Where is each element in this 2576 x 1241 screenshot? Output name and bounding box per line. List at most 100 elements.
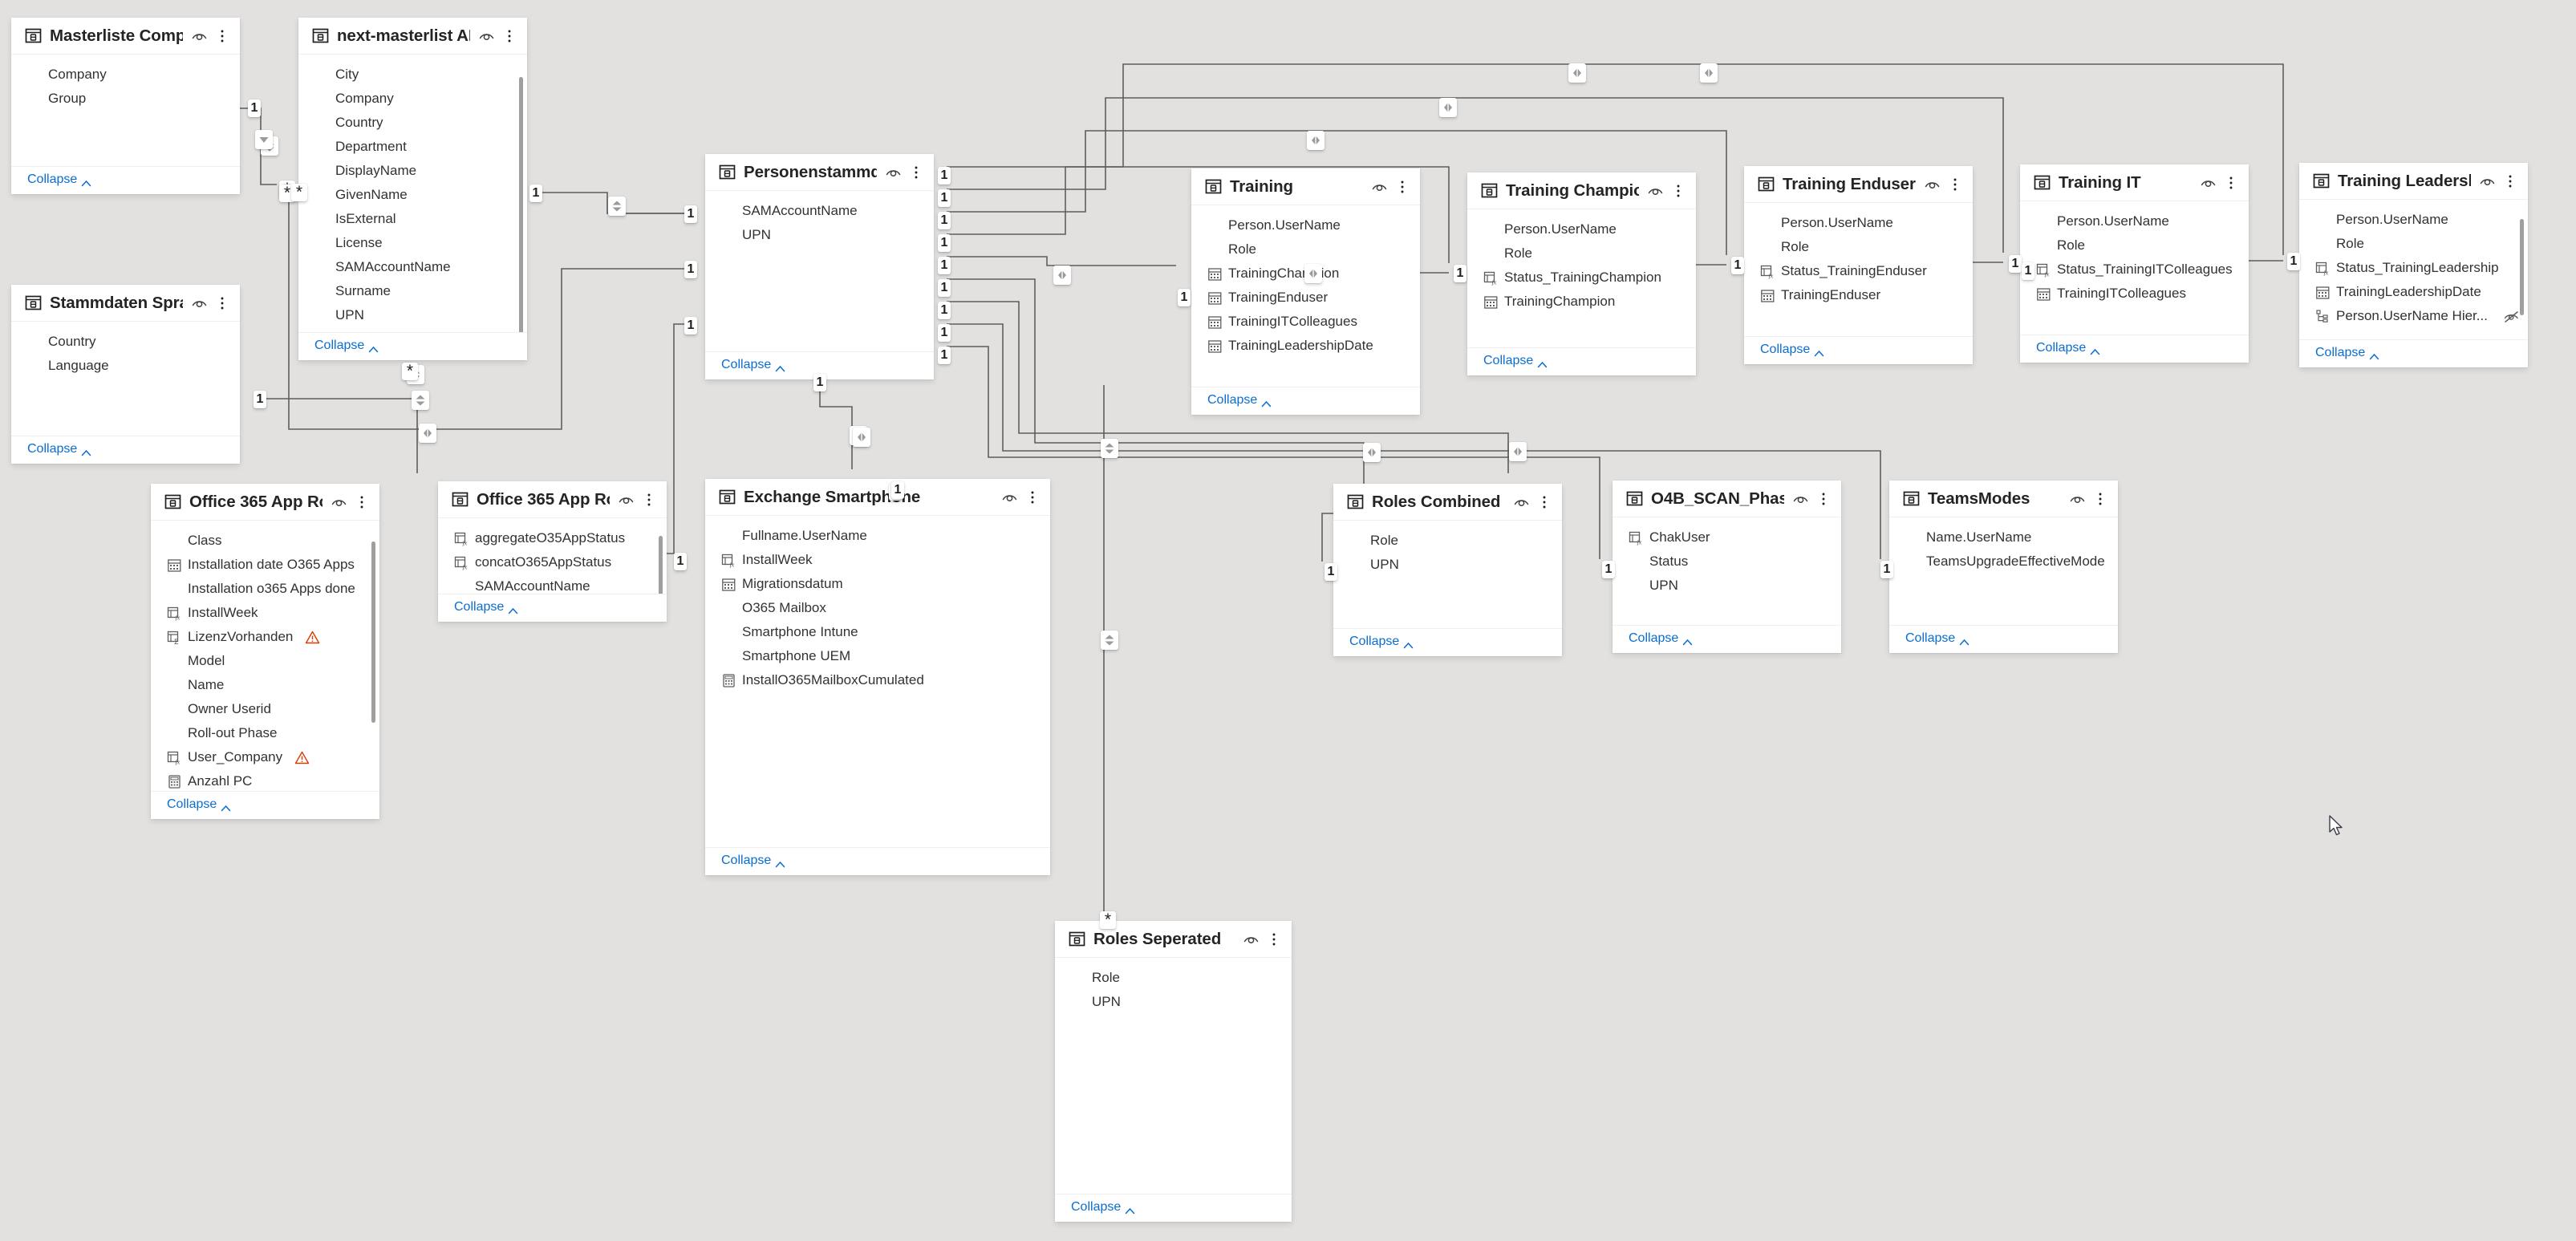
field-row[interactable]: SAMAccountName (438, 574, 667, 594)
field-row[interactable]: DisplayName (298, 159, 527, 183)
field-row[interactable]: Role (1191, 237, 1420, 262)
table-scrollbar[interactable] (371, 541, 375, 723)
cardinality-one-badge[interactable]: 1 (938, 324, 951, 342)
collapse-button[interactable]: Collapse (1905, 631, 1970, 646)
table-header[interactable]: Roles Combined (1333, 484, 1562, 521)
collapse-button[interactable]: Collapse (1483, 354, 1548, 368)
cardinality-one-badge[interactable]: 1 (2009, 255, 2022, 273)
more-options-icon[interactable] (910, 164, 923, 181)
eye-icon[interactable] (190, 26, 209, 45)
more-options-icon[interactable] (1672, 182, 1685, 200)
more-options-icon[interactable] (1268, 931, 1280, 948)
collapse-button[interactable]: Collapse (2036, 341, 2100, 355)
field-row[interactable]: TrainingITColleagues (2020, 282, 2249, 306)
field-row[interactable]: Role (1467, 241, 1696, 266)
field-row[interactable]: Smartphone UEM (705, 644, 1050, 668)
more-options-icon[interactable] (1538, 493, 1551, 511)
cardinality-many-badge[interactable]: * (402, 363, 418, 380)
field-row[interactable]: Roll-out Phase (151, 721, 379, 745)
eye-icon[interactable] (1000, 488, 1019, 506)
field-row[interactable]: SAMAccountName (705, 199, 934, 223)
eye-icon[interactable] (1242, 930, 1260, 948)
table-card-masterliste-company[interactable]: Masterliste Company ...CompanyGroupColla… (11, 18, 240, 194)
table-header[interactable]: Training Enduser (1744, 166, 1973, 203)
crossfilter-single-direction-icon[interactable] (255, 130, 273, 149)
table-scrollbar[interactable] (2520, 219, 2524, 315)
cardinality-one-badge[interactable]: 1 (938, 257, 951, 274)
collapse-button[interactable]: Collapse (167, 797, 231, 812)
field-row[interactable]: Surname (298, 279, 527, 303)
table-header[interactable]: Masterliste Company ... (11, 18, 240, 55)
field-row[interactable]: Migrationsdatum (705, 572, 1050, 596)
collapse-button[interactable]: Collapse (721, 358, 785, 372)
field-row[interactable]: Fullname.UserName (705, 524, 1050, 548)
field-row[interactable]: Status (1613, 550, 1841, 574)
field-row[interactable]: TrainingLeadershipDate (1191, 334, 1420, 358)
table-header[interactable]: next-masterlist AD (298, 18, 527, 55)
table-header[interactable]: Training Leadership (2299, 163, 2528, 200)
field-row[interactable]: SAMAccountName (298, 255, 527, 279)
cardinality-one-badge[interactable]: 1 (938, 302, 951, 319)
eye-icon[interactable] (2478, 172, 2497, 190)
table-card-o4b-scan-phase-1[interactable]: O4B_SCAN_Phase-1fxChakUserStatusUPNColla… (1613, 481, 1841, 653)
table-header[interactable]: Office 365 App Rollo... (438, 481, 667, 518)
field-row[interactable]: Smartphone Intune (705, 620, 1050, 644)
field-row[interactable]: Name (151, 673, 379, 697)
collapse-button[interactable]: Collapse (2315, 346, 2379, 360)
table-card-office-365-app-rollout[interactable]: Office 365 App RolloutClassInstallation … (151, 484, 379, 819)
more-options-icon[interactable] (216, 294, 229, 312)
collapse-button[interactable]: Collapse (721, 854, 785, 868)
table-header[interactable]: O4B_SCAN_Phase-1 (1613, 481, 1841, 517)
field-row[interactable]: Group (11, 87, 240, 111)
more-options-icon[interactable] (2504, 172, 2517, 190)
field-row[interactable]: UPN (1613, 574, 1841, 598)
eye-icon[interactable] (190, 294, 209, 312)
cardinality-one-badge[interactable]: 1 (1325, 563, 1337, 581)
crossfilter-both-icon[interactable] (1439, 98, 1457, 117)
crossfilter-both-icon[interactable] (1568, 63, 1586, 83)
field-row[interactable]: License (298, 231, 527, 255)
field-row[interactable]: Owner Userid (151, 697, 379, 721)
collapse-button[interactable]: Collapse (454, 600, 518, 614)
table-header[interactable]: Stammdaten Sprache (11, 285, 240, 322)
field-row[interactable]: InstallO365MailboxCumulated (705, 668, 1050, 692)
more-options-icon[interactable] (1396, 178, 1409, 196)
crossfilter-both-icon[interactable] (1053, 266, 1071, 285)
table-header[interactable]: Training (1191, 168, 1420, 205)
eye-icon[interactable] (1512, 493, 1531, 511)
field-row[interactable]: TeamsUpgradeEffectiveMode (1889, 550, 2118, 574)
cardinality-many-badge[interactable]: * (1100, 911, 1116, 929)
more-options-icon[interactable] (1817, 490, 1830, 508)
table-header[interactable]: TeamsModes (1889, 481, 2118, 517)
cardinality-one-badge[interactable]: 1 (1731, 257, 1744, 274)
field-row[interactable]: Person.UserName (1744, 211, 1973, 235)
collapse-button[interactable]: Collapse (1071, 1200, 1135, 1215)
cardinality-one-badge[interactable]: 1 (938, 212, 951, 229)
cardinality-one-badge[interactable]: 1 (891, 481, 904, 499)
more-options-icon[interactable] (2094, 490, 2107, 508)
crossfilter-both-vertical-icon[interactable] (1101, 439, 1118, 458)
eye-icon[interactable] (2068, 489, 2087, 508)
field-row[interactable]: Role (1333, 529, 1562, 553)
crossfilter-both-icon[interactable] (419, 424, 436, 443)
field-row[interactable]: Role (2020, 233, 2249, 258)
field-row[interactable]: Role (1055, 966, 1292, 990)
cardinality-one-badge[interactable]: 1 (938, 167, 951, 185)
more-options-icon[interactable] (216, 27, 229, 45)
cardinality-one-badge[interactable]: 1 (938, 347, 951, 364)
table-header[interactable]: Training IT (2020, 164, 2249, 201)
cardinality-one-badge[interactable]: 1 (2022, 262, 2034, 280)
table-header[interactable]: Exchange Smartphone (705, 479, 1050, 516)
eye-icon[interactable] (2199, 173, 2217, 192)
eye-icon[interactable] (1923, 175, 1941, 193)
crossfilter-both-icon[interactable] (1509, 442, 1527, 461)
collapse-button[interactable]: Collapse (27, 172, 91, 187)
eye-icon[interactable] (617, 490, 635, 509)
